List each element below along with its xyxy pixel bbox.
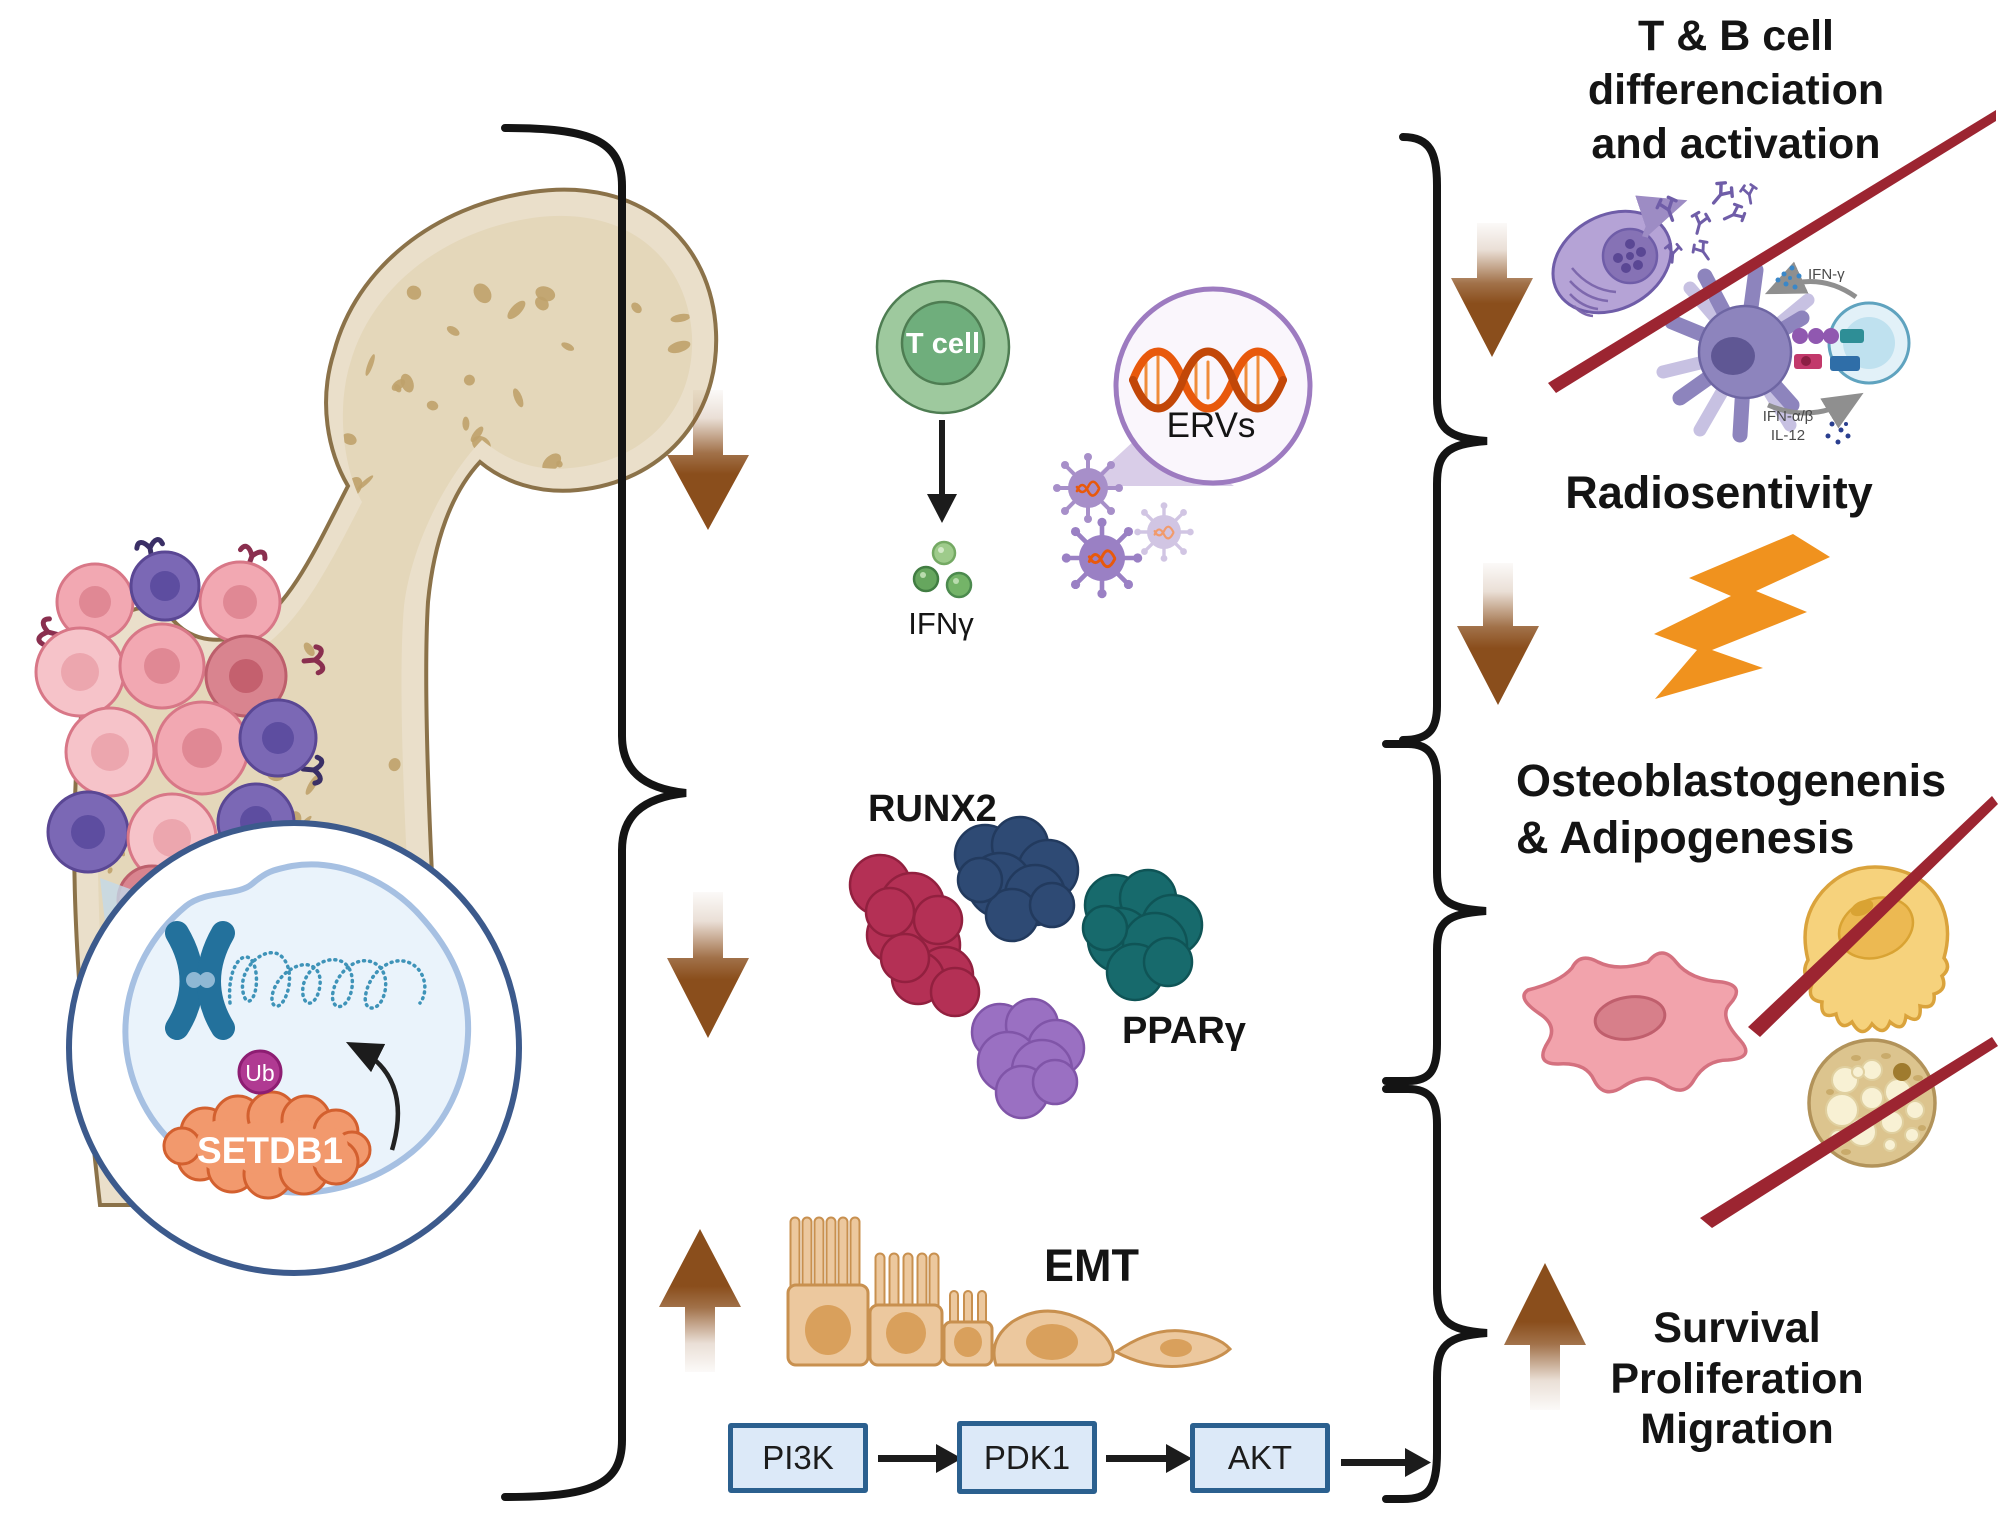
increase-arrow-middle — [659, 1229, 741, 1372]
erv-virus-icon-2 — [1062, 518, 1143, 599]
ifn-ab-small-label: IFN-α/β IL-12 — [1762, 408, 1814, 444]
setdb1-label: SETDB1 — [197, 1130, 343, 1171]
inhibition-slash-osteoblast — [1748, 796, 1998, 1037]
emt-cell-3 — [942, 1290, 994, 1367]
runx2-label: RUNX2 — [868, 788, 997, 830]
ifn-gamma-dots-small — [1775, 265, 1802, 290]
antibody-release-arrow — [1635, 195, 1688, 238]
right-brace-bottom — [1382, 1085, 1488, 1503]
antibody-icons — [1653, 177, 1761, 266]
survival-title: Survival Proliferation Migration — [1610, 1304, 1864, 1454]
navy-protein-blob — [953, 815, 1080, 943]
tb-differentiation-title: T & B cell differenciation and activatio… — [1587, 12, 1885, 168]
ervs-label: ERVs — [1166, 406, 1256, 445]
left-brace — [501, 124, 687, 1501]
radiation-lightning-icon — [1654, 534, 1830, 699]
akt-label: AKT — [1227, 1439, 1293, 1476]
erv-virus-icon-3 — [1132, 500, 1196, 564]
right-brace-middle — [1382, 740, 1487, 1085]
inhibition-slash-immune — [1548, 110, 1996, 393]
pdk1-box: PDK1 — [957, 1421, 1097, 1494]
emt-cell-1 — [786, 1216, 870, 1367]
decrease-arrow-right-2 — [1457, 563, 1539, 705]
runx2-protein-blob — [848, 853, 981, 1018]
decrease-arrow-middle-2 — [667, 892, 749, 1038]
feedback-arrow-icon — [345, 1041, 401, 1151]
t-cell-icon — [875, 279, 1011, 415]
emt-cell-2 — [868, 1252, 944, 1367]
pi3k-label: PI3K — [762, 1439, 834, 1476]
pdk1-label: PDK1 — [983, 1438, 1071, 1476]
secretion-arrow-icon — [927, 420, 957, 523]
decrease-arrow-middle-1 — [667, 390, 749, 530]
ub-label: Ub — [245, 1060, 275, 1086]
ifn-gamma-arrow — [1764, 261, 1858, 300]
dna-helix-icon — [1129, 347, 1287, 413]
setdb1-protein — [162, 1090, 372, 1200]
right-brace-top — [1399, 133, 1488, 744]
centromere-dot-2 — [199, 972, 215, 988]
dendritic-cell-icon — [1656, 262, 1815, 443]
ppar-gamma-label: PPARγ — [1122, 1010, 1246, 1052]
osteo-adipo-title: Osteoblastogenenis & Adipogenesis — [1516, 755, 1947, 864]
receptor-synapse-icons — [1792, 328, 1864, 371]
purple-protein-blob — [970, 997, 1086, 1120]
pi3k-box: PI3K — [728, 1423, 868, 1493]
decrease-arrow-right-1 — [1451, 223, 1533, 357]
inhibition-slash-adipocyte — [1700, 1037, 1998, 1228]
akt-box: AKT — [1190, 1423, 1330, 1493]
chromatin-icon — [227, 951, 427, 1010]
ervs-circle — [1113, 286, 1313, 486]
centromere-dot — [186, 972, 202, 988]
erv-virus-icon-1 — [1051, 451, 1125, 525]
increase-arrow-right — [1504, 1263, 1586, 1410]
ifn-gamma-dots-icon — [912, 540, 973, 599]
ppary-protein-blob — [1081, 868, 1204, 1002]
ifn-ab-dots-small — [1825, 421, 1851, 445]
t-cell-label: T cell — [905, 328, 981, 360]
ifn-gamma-small-label: IFN-γ — [1808, 266, 1845, 283]
nucleus-callout-circle — [66, 820, 522, 1276]
osteoblast-cell-icon — [1803, 865, 1950, 1034]
ifn-gamma-label: IFNγ — [908, 606, 974, 641]
radiosensitivity-title: Radiosentivity — [1565, 467, 1873, 518]
pathway-arrows — [878, 1444, 1431, 1477]
emt-cells — [786, 1216, 1233, 1368]
ifn-ab-arrow — [1767, 392, 1864, 429]
ub-icon — [237, 1049, 283, 1095]
mesenchymal-cell-icon — [1522, 951, 1748, 1094]
emt-label: EMT — [1044, 1240, 1139, 1291]
plasma-cell-icon — [1551, 209, 1673, 318]
